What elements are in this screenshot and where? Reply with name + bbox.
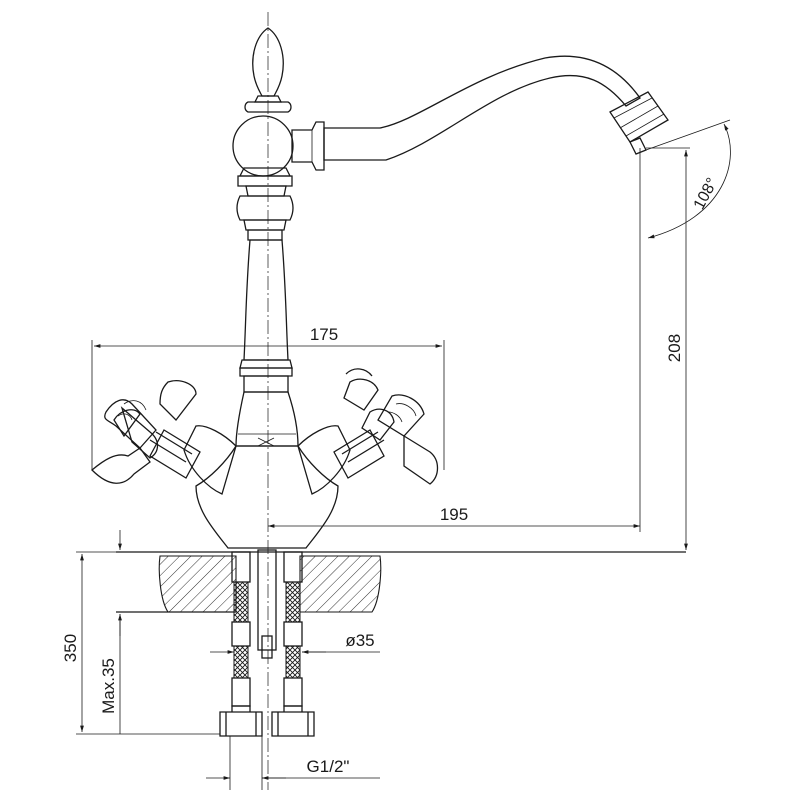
- dimension-height-208: 208: [646, 147, 690, 550]
- dim-label-max-35: Max.35: [99, 658, 118, 714]
- left-cross-handle: [91, 380, 237, 495]
- dimension-angle-108: 108°: [645, 119, 731, 239]
- finial: [244, 27, 292, 113]
- dimension-depth-350: 350: [61, 551, 220, 735]
- dim-label-195: 195: [440, 505, 468, 524]
- dimension-max-35: Max.35: [99, 530, 122, 734]
- dimension-diameter-35: ø35: [210, 631, 380, 654]
- dim-label-175: 175: [310, 325, 338, 344]
- faucet-body-column: [195, 115, 339, 549]
- countertop-section: [116, 551, 686, 613]
- dimension-reach-195: 195: [268, 148, 641, 532]
- dim-label-208: 208: [665, 334, 684, 362]
- right-cross-handle: [297, 368, 439, 495]
- spout: [291, 55, 669, 171]
- dim-label-diameter: ø35: [345, 631, 374, 650]
- dimension-thread: G1/2": [206, 736, 380, 790]
- dim-label-350: 350: [61, 634, 80, 662]
- dim-label-thread: G1/2": [307, 757, 350, 776]
- dimension-width-175: 175: [91, 325, 445, 470]
- mounting-hoses: [219, 549, 315, 737]
